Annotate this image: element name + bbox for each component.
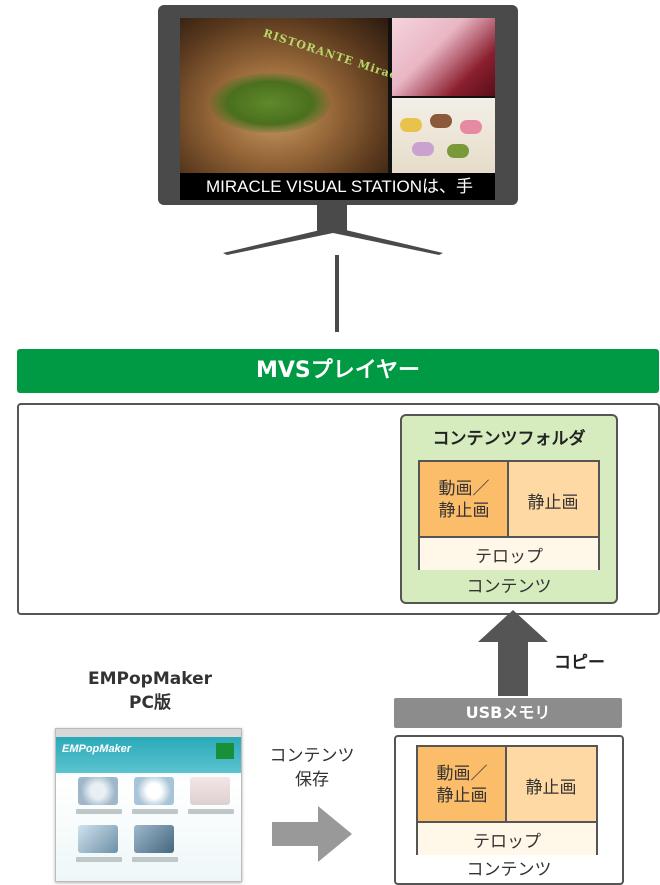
emp-tile-icon: [134, 825, 174, 853]
emp-tile-icon: [78, 777, 118, 805]
usb-footer: コンテンツ: [466, 860, 552, 880]
cell-telop: テロップ: [418, 821, 596, 855]
emp-button: [76, 809, 122, 814]
player-title-bar: MVSプレイヤー: [17, 349, 659, 393]
macarons-image: [392, 98, 495, 173]
folder-title: コンテンツフォルダ: [432, 429, 586, 449]
save-label-line2: 保存: [295, 770, 329, 790]
grid-divider: [505, 747, 507, 823]
wine-image: [392, 18, 495, 96]
usb-title-bar: USBメモリ: [394, 698, 622, 728]
usb-box: 動画／ 静止画 静止画 テロップ コンテンツ: [394, 735, 624, 885]
emp-button: [132, 857, 178, 862]
folder-footer: コンテンツ: [466, 577, 552, 597]
emp-title-line2: PC版: [129, 693, 171, 713]
emp-button: [76, 857, 122, 862]
save-label: コンテンツ 保存: [252, 744, 372, 792]
cell-telop: テロップ: [420, 536, 598, 570]
monitor-screen: RISTORANTE Miracle MIRACLE VISUAL STATIO…: [180, 18, 495, 200]
macaron: [400, 118, 422, 132]
macaron: [460, 120, 482, 134]
grid-divider: [507, 462, 509, 538]
copy-label: コピー: [554, 653, 605, 673]
arrow-up-icon: [478, 610, 548, 696]
content-grid: 動画／ 静止画 静止画 テロップ: [418, 460, 600, 570]
emp-tile-icon: [190, 777, 230, 805]
cell-still: 静止画: [506, 747, 596, 823]
emp-screenshot: EMPopMaker: [55, 728, 242, 882]
emp-button: [188, 809, 234, 814]
cell-still: 静止画: [508, 462, 598, 538]
emp-logo: EMPopMaker: [62, 743, 132, 755]
content-folder: コンテンツフォルダ 動画／ 静止画 静止画 テロップ コンテンツ: [400, 414, 618, 604]
sandwich-image: [180, 18, 388, 173]
emp-title-line1: EMPopMaker: [88, 669, 212, 689]
save-label-line1: コンテンツ: [269, 746, 355, 766]
macaron: [412, 142, 434, 156]
emp-brand-mark: [216, 743, 234, 759]
macaron: [447, 144, 469, 158]
monitor-stand-base: [223, 227, 443, 255]
emp-tile-icon: [78, 825, 118, 853]
cell-video-still: 動画／ 静止画: [418, 747, 506, 823]
cable-line: [335, 255, 339, 332]
emp-title: EMPopMaker PC版: [60, 667, 240, 715]
emp-button: [132, 809, 178, 814]
emp-window-titlebar: [56, 729, 241, 737]
emp-header-band: [56, 737, 241, 773]
emp-tile-icon: [134, 777, 174, 805]
content-grid: 動画／ 静止画 静止画 テロップ: [416, 745, 598, 855]
macaron: [430, 114, 452, 128]
arrow-right-icon: [272, 806, 352, 862]
cell-video-still: 動画／ 静止画: [420, 462, 508, 538]
ticker-text: MIRACLE VISUAL STATIONは、手: [180, 173, 495, 200]
